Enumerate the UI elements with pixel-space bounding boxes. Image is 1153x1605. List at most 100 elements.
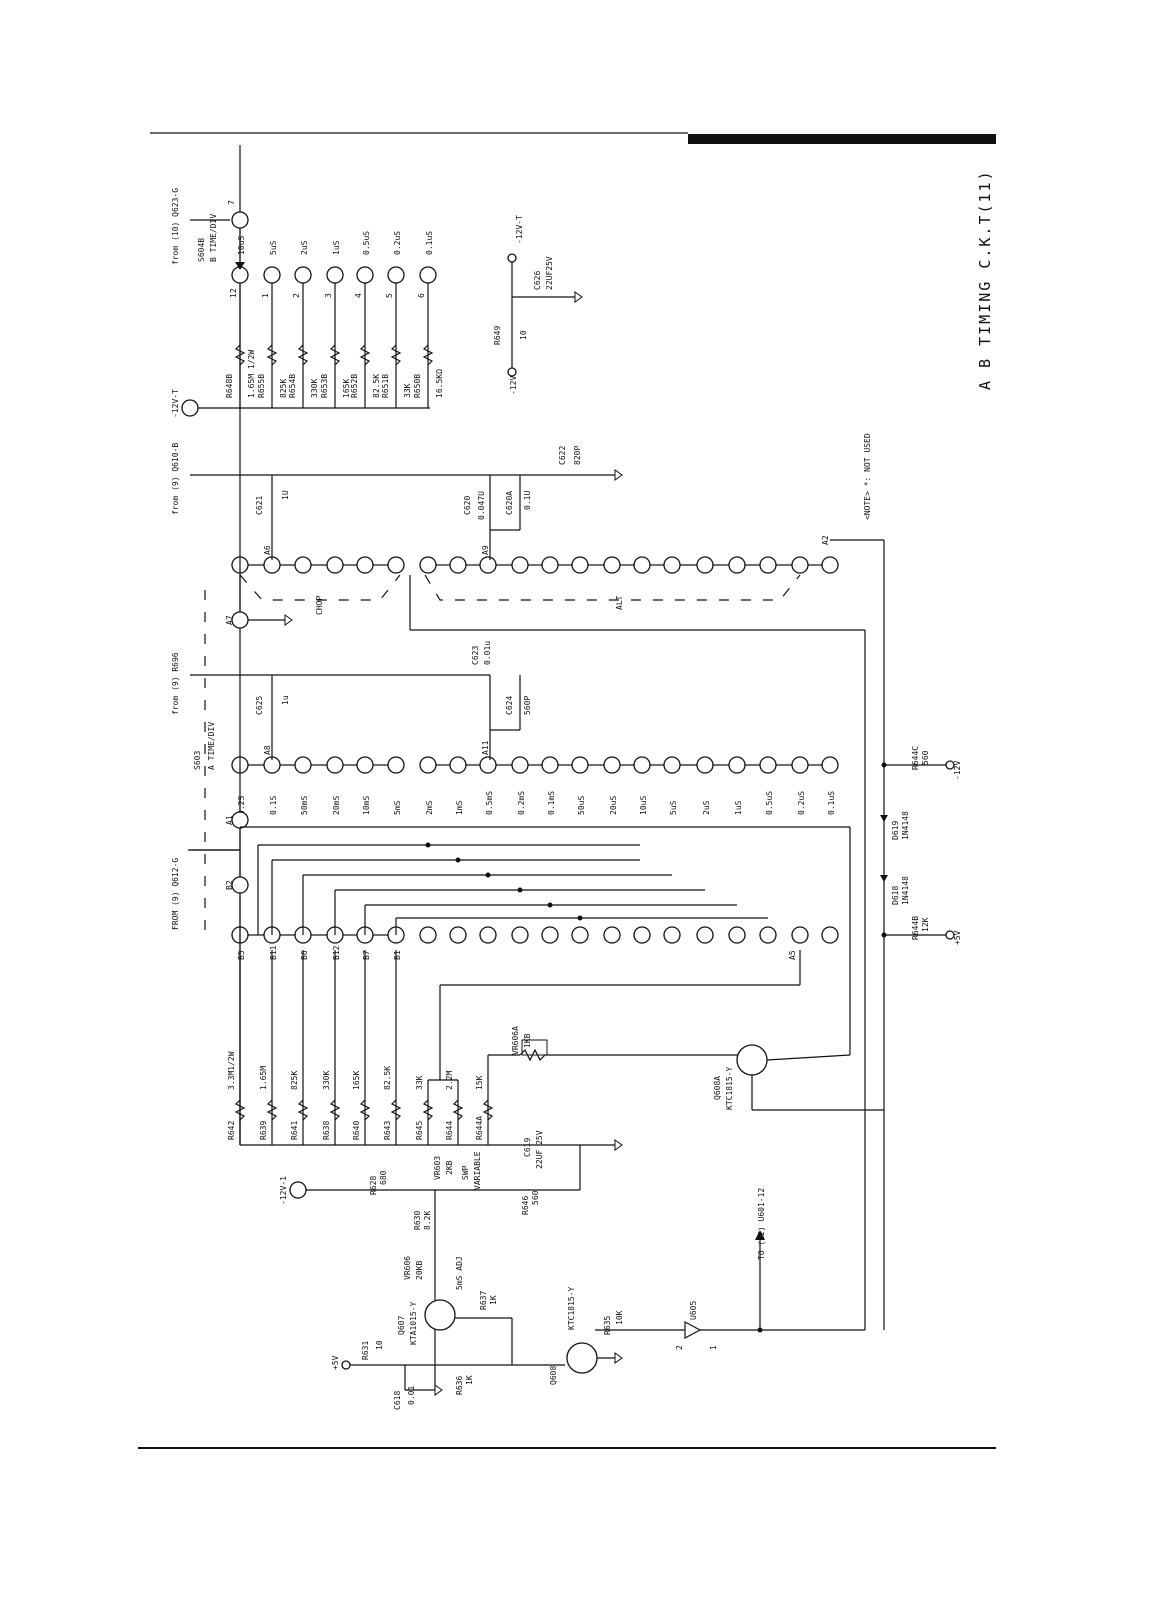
resistor-zigzag bbox=[390, 1099, 402, 1121]
resistor-zigzag bbox=[422, 344, 434, 366]
svg-text:C620: C620 bbox=[463, 496, 472, 515]
svg-text:A8: A8 bbox=[263, 745, 272, 755]
b-pin-number: 2 bbox=[292, 293, 301, 298]
b2-pin bbox=[231, 876, 249, 894]
svg-text:1KB: 1KB bbox=[523, 1033, 532, 1048]
resistor-ref: R642 bbox=[227, 1121, 236, 1140]
resistor-value: 330K bbox=[310, 379, 319, 398]
a-position-label: 10uS bbox=[639, 796, 648, 815]
b-pin-number: 4 bbox=[354, 293, 363, 298]
svg-text:VR606: VR606 bbox=[403, 1256, 412, 1280]
svg-text:820P: 820P bbox=[573, 446, 582, 465]
switch-a-contact bbox=[356, 756, 374, 774]
switch-b-contact bbox=[294, 266, 312, 284]
resistor-ref: R644A bbox=[475, 1116, 484, 1140]
n12vt-terminal bbox=[181, 399, 199, 417]
q608a-transistor bbox=[736, 1044, 768, 1076]
resistor-zigzag bbox=[329, 344, 341, 366]
svg-text:A TIME/DIV: A TIME/DIV bbox=[207, 722, 216, 770]
svg-text:KTC1815-Y: KTC1815-Y bbox=[725, 1066, 734, 1110]
switch-a-lower-contact bbox=[663, 926, 681, 944]
switch-a-upper-contact bbox=[419, 556, 437, 574]
resistor-value: 16.5KΩ bbox=[435, 369, 444, 398]
page-title: A B TIMING C.K.T(11) bbox=[976, 169, 994, 390]
resistor-ref: R641 bbox=[290, 1121, 299, 1140]
resistor-value: 15K bbox=[475, 1075, 484, 1090]
b-position-label: 10uS bbox=[237, 236, 246, 255]
svg-text:0.047U: 0.047U bbox=[477, 491, 486, 520]
resistor-ref: R639 bbox=[259, 1121, 268, 1140]
svg-text:KTC1815-Y: KTC1815-Y bbox=[567, 1286, 576, 1330]
svg-text:A2: A2 bbox=[821, 535, 830, 545]
svg-text:A1: A1 bbox=[225, 815, 234, 825]
switch-a-contact bbox=[326, 756, 344, 774]
a-position-label: 2mS bbox=[425, 800, 434, 815]
resistor-ref: R652B bbox=[350, 374, 359, 398]
switch-a-lower-contact bbox=[511, 926, 529, 944]
svg-text:C626: C626 bbox=[533, 271, 542, 290]
switch-a-contact bbox=[479, 756, 497, 774]
svg-text:Q608: Q608 bbox=[549, 1366, 558, 1385]
svg-text:-12V-T: -12V-T bbox=[171, 389, 180, 418]
switch-a-contact bbox=[696, 756, 714, 774]
resistor-zigzag bbox=[482, 1099, 494, 1121]
a-position-label: 0.5mS bbox=[485, 791, 494, 815]
switch-a-upper-contact bbox=[571, 556, 589, 574]
switch-a-contact bbox=[511, 756, 529, 774]
svg-text:A11: A11 bbox=[481, 740, 490, 755]
a1-pin bbox=[231, 811, 249, 829]
a-position-label: 1uS bbox=[734, 800, 743, 815]
svg-text:R649: R649 bbox=[493, 326, 502, 345]
top-black-bar bbox=[688, 134, 996, 144]
q608-transistor bbox=[566, 1342, 598, 1374]
resistor-ref: R651B bbox=[381, 374, 390, 398]
svg-text:C618: C618 bbox=[393, 1391, 402, 1410]
svg-text:560: 560 bbox=[531, 1190, 540, 1205]
svg-text:1K: 1K bbox=[465, 1375, 474, 1385]
b-position-label: 5uS bbox=[269, 240, 278, 255]
switch-a-lower-contact bbox=[759, 926, 777, 944]
svg-text:2: 2 bbox=[675, 1345, 684, 1350]
switch-a-lower-contact bbox=[696, 926, 714, 944]
svg-text:1N4148: 1N4148 bbox=[901, 876, 910, 905]
svg-text:KTA1015-Y: KTA1015-Y bbox=[409, 1301, 418, 1345]
switch-a-upper-contact bbox=[449, 556, 467, 574]
b-position-label: 0.1uS bbox=[425, 231, 434, 255]
switch-a-upper-contact bbox=[633, 556, 651, 574]
a-position-label: 0.2mS bbox=[517, 791, 526, 815]
svg-text:VR606A: VR606A bbox=[511, 1026, 520, 1055]
svg-text:1: 1 bbox=[709, 1345, 718, 1350]
svg-text:-12V-1: -12V-1 bbox=[279, 1176, 288, 1205]
a-position-label: 0.2S bbox=[237, 796, 246, 815]
a-position-label: 2uS bbox=[702, 800, 711, 815]
switch-a-upper-contact bbox=[511, 556, 529, 574]
resistor-value: 1.65M 1/2W bbox=[247, 350, 256, 398]
svg-text:R635: R635 bbox=[603, 1316, 612, 1335]
switch-a-contact bbox=[791, 756, 809, 774]
svg-text:A5: A5 bbox=[788, 950, 797, 960]
a-position-label: 0.1mS bbox=[547, 791, 556, 815]
b-pin-number: 1 bbox=[261, 293, 270, 298]
svg-text:from (9) R696: from (9) R696 bbox=[171, 652, 180, 715]
svg-text:A7: A7 bbox=[225, 615, 234, 625]
resistor-zigzag bbox=[266, 344, 278, 366]
switch-a-contact bbox=[603, 756, 621, 774]
switch-a-upper-contact bbox=[356, 556, 374, 574]
svg-text:VR603: VR603 bbox=[433, 1156, 442, 1180]
alt-label: ALT bbox=[615, 595, 624, 610]
switch-a-lower-contact bbox=[541, 926, 559, 944]
svg-text:A9: A9 bbox=[481, 545, 490, 555]
svg-text:VARIABLE: VARIABLE bbox=[473, 1151, 482, 1190]
svg-text:R646: R646 bbox=[521, 1196, 530, 1215]
svg-text:S604B: S604B bbox=[197, 238, 206, 262]
svg-text:U605: U605 bbox=[689, 1301, 698, 1320]
svg-text:5mS ADJ: 5mS ADJ bbox=[455, 1256, 464, 1290]
svg-text:-12V: -12V bbox=[953, 761, 962, 780]
svg-text:C625: C625 bbox=[255, 696, 264, 715]
svg-text:from (10) Q623-G: from (10) Q623-G bbox=[171, 188, 180, 265]
resistor-value: 825K bbox=[290, 1071, 299, 1090]
svg-text:B2: B2 bbox=[225, 880, 234, 890]
resistor-value: 33K bbox=[403, 383, 412, 398]
chop-label: CHOP bbox=[315, 596, 324, 615]
